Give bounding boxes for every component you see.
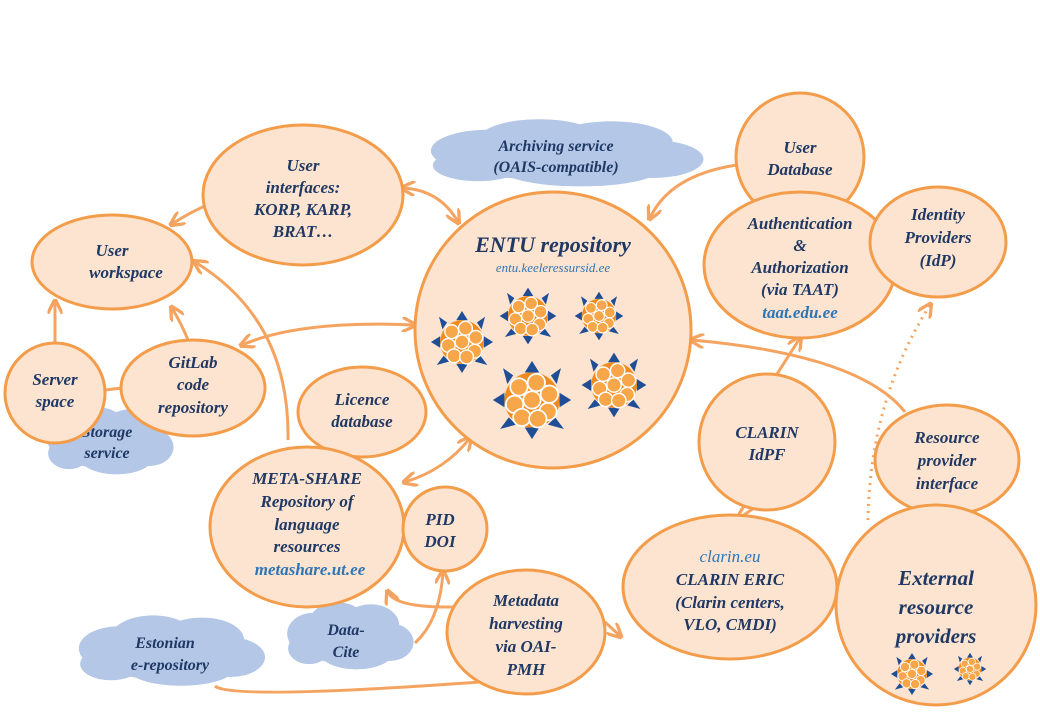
node-harvesting-line-1: Metadata (492, 591, 560, 610)
edge-harvesting-clarin (603, 620, 620, 636)
cloud-storage: Storage service (47, 407, 174, 475)
node-server-space-line-1: Server (32, 370, 78, 389)
cloud-estonian: Estonian e-repository (78, 615, 265, 686)
cloud-storage-line-2: service (83, 445, 129, 462)
node-resource-provider-line-3: interface (916, 474, 979, 493)
node-external-line-2: resource (899, 595, 974, 619)
cloud-estonian-line-2: e-repository (131, 657, 210, 674)
node-user-interfaces-line-2: interfaces: (266, 178, 341, 197)
node-clarin-eric-line-2: (Clarin centers, (675, 593, 785, 612)
node-auth-line-4: (via TAAT) (761, 280, 839, 299)
node-clarin-idpf: CLARIN IdPF (697, 372, 837, 512)
node-idp-line-3: (IdP) (920, 251, 957, 270)
entu-url: entu.keeleressursid.ee (496, 260, 611, 275)
node-resource-provider-line-2: provider (916, 451, 977, 470)
berry-icon (430, 310, 494, 374)
node-user-interfaces-line-1: User (286, 156, 319, 175)
berry-icon (491, 359, 573, 441)
node-user-workspace-line-1: User (95, 241, 128, 260)
node-auth-line-1: Authentication (747, 214, 853, 233)
node-metashare-url: metashare.ut.ee (255, 560, 366, 579)
node-harvesting-line-4: PMH (506, 660, 547, 679)
node-external-line-3: providers (894, 624, 977, 648)
node-idp-line-2: Providers (903, 228, 971, 247)
node-idp-line-1: Identity (910, 205, 965, 224)
edge-metashare-entu (405, 438, 470, 482)
node-clarin-idpf-line-2: IdPF (748, 445, 787, 464)
cloud-estonian-line-1: Estonian (134, 635, 195, 652)
cloud-storage-line-1: Storage (82, 424, 133, 441)
node-gitlab-line-1: GitLab (168, 353, 217, 372)
node-resource-provider-line-1: Resource (913, 428, 980, 447)
node-licence: Licence database (296, 365, 428, 459)
cloud-datacite-line-1: Data- (326, 622, 364, 639)
node-auth-url: taat.edu.ee (762, 303, 838, 322)
node-gitlab-line-2: code (177, 375, 210, 394)
edge-metashare-harvesting (388, 592, 456, 609)
berry-icon (953, 652, 987, 686)
node-pid: PID DOI (401, 485, 489, 573)
node-gitlab: GitLab code repository (119, 338, 267, 438)
edge-server-gitlab (104, 386, 123, 392)
edge-provider-entu (692, 340, 907, 413)
node-external-line-1: External (897, 566, 974, 590)
node-external: External resource providers (834, 503, 1038, 707)
berry-icon (499, 287, 557, 345)
node-licence-line-2: database (331, 412, 393, 431)
entu-title: ENTU repository (474, 232, 631, 257)
node-licence-line-1: Licence (334, 390, 390, 409)
node-clarin-eric-line-1: CLARIN ERIC (676, 570, 785, 589)
node-harvesting: Metadata harvesting via OAI- PMH (445, 568, 607, 696)
node-clarin-eric-line-3: VLO, CMDI) (683, 615, 777, 634)
edge-metashare-workspace (195, 262, 290, 441)
cloud-archiving-line-2: (OAIS-compatible) (493, 159, 618, 176)
edge-userdb-entu (650, 163, 738, 218)
edge-ui-entu (403, 188, 458, 222)
berry-icon (890, 652, 934, 696)
node-user-workspace: User workspace (30, 213, 194, 311)
node-user-interfaces-line-4: BRAT… (272, 222, 333, 241)
node-metashare-line-4: resources (273, 537, 340, 556)
node-clarin-eric-url: clarin.eu (700, 547, 761, 566)
berry-icon (574, 291, 624, 341)
edge-estonian-harvesting (213, 680, 481, 694)
edge-external-idp (866, 305, 930, 521)
node-metashare-line-1: META-SHARE (251, 469, 362, 488)
cloud-datacite: Data- Cite (287, 602, 414, 670)
cloud-archiving: Archiving service (OAIS-compatible) (430, 119, 704, 187)
node-resource-provider: Resource provider interface (873, 403, 1021, 517)
node-user-interfaces: User interfaces: KORP, KARP, BRAT… (201, 123, 405, 267)
edge-datacite-pid (413, 572, 443, 645)
node-metashare-line-2: Repository of (259, 492, 355, 511)
edge-gitlab-entu (242, 324, 414, 345)
cloud-archiving-line-1: Archiving service (497, 138, 613, 155)
node-clarin-eric: clarin.eu CLARIN ERIC (Clarin centers, V… (621, 513, 839, 661)
node-metashare: META-SHARE Repository of language resour… (208, 445, 406, 609)
node-auth-line-3: Authorization (750, 258, 848, 277)
cloud-datacite-line-2: Cite (333, 644, 360, 661)
node-pid-line-2: DOI (423, 532, 457, 551)
node-harvesting-line-2: harvesting (489, 614, 563, 633)
node-server-space-line-2: space (35, 392, 75, 411)
berry-icon (580, 351, 648, 419)
node-entu: ENTU repository entu.keeleressursid.ee (413, 190, 693, 470)
node-metashare-line-3: language (274, 515, 340, 534)
node-user-database-line-2: Database (766, 160, 833, 179)
node-server-space: Server space (3, 341, 107, 445)
edge-gitlab-workspace (172, 308, 190, 341)
node-idp: Identity Providers (IdP) (868, 185, 1008, 299)
node-user-database-line-1: User (783, 138, 816, 157)
node-user-database: User Database (734, 91, 866, 223)
node-auth-line-2: & (793, 236, 807, 255)
node-auth: Authentication & Authorization (via TAAT… (702, 190, 898, 340)
node-pid-line-1: PID (424, 510, 454, 529)
node-harvesting-line-3: via OAI- (496, 637, 557, 656)
node-gitlab-line-3: repository (158, 398, 228, 417)
node-user-interfaces-line-3: KORP, KARP, (253, 200, 352, 219)
node-clarin-idpf-line-1: CLARIN (735, 423, 799, 442)
node-user-workspace-line-2: workspace (89, 263, 163, 282)
